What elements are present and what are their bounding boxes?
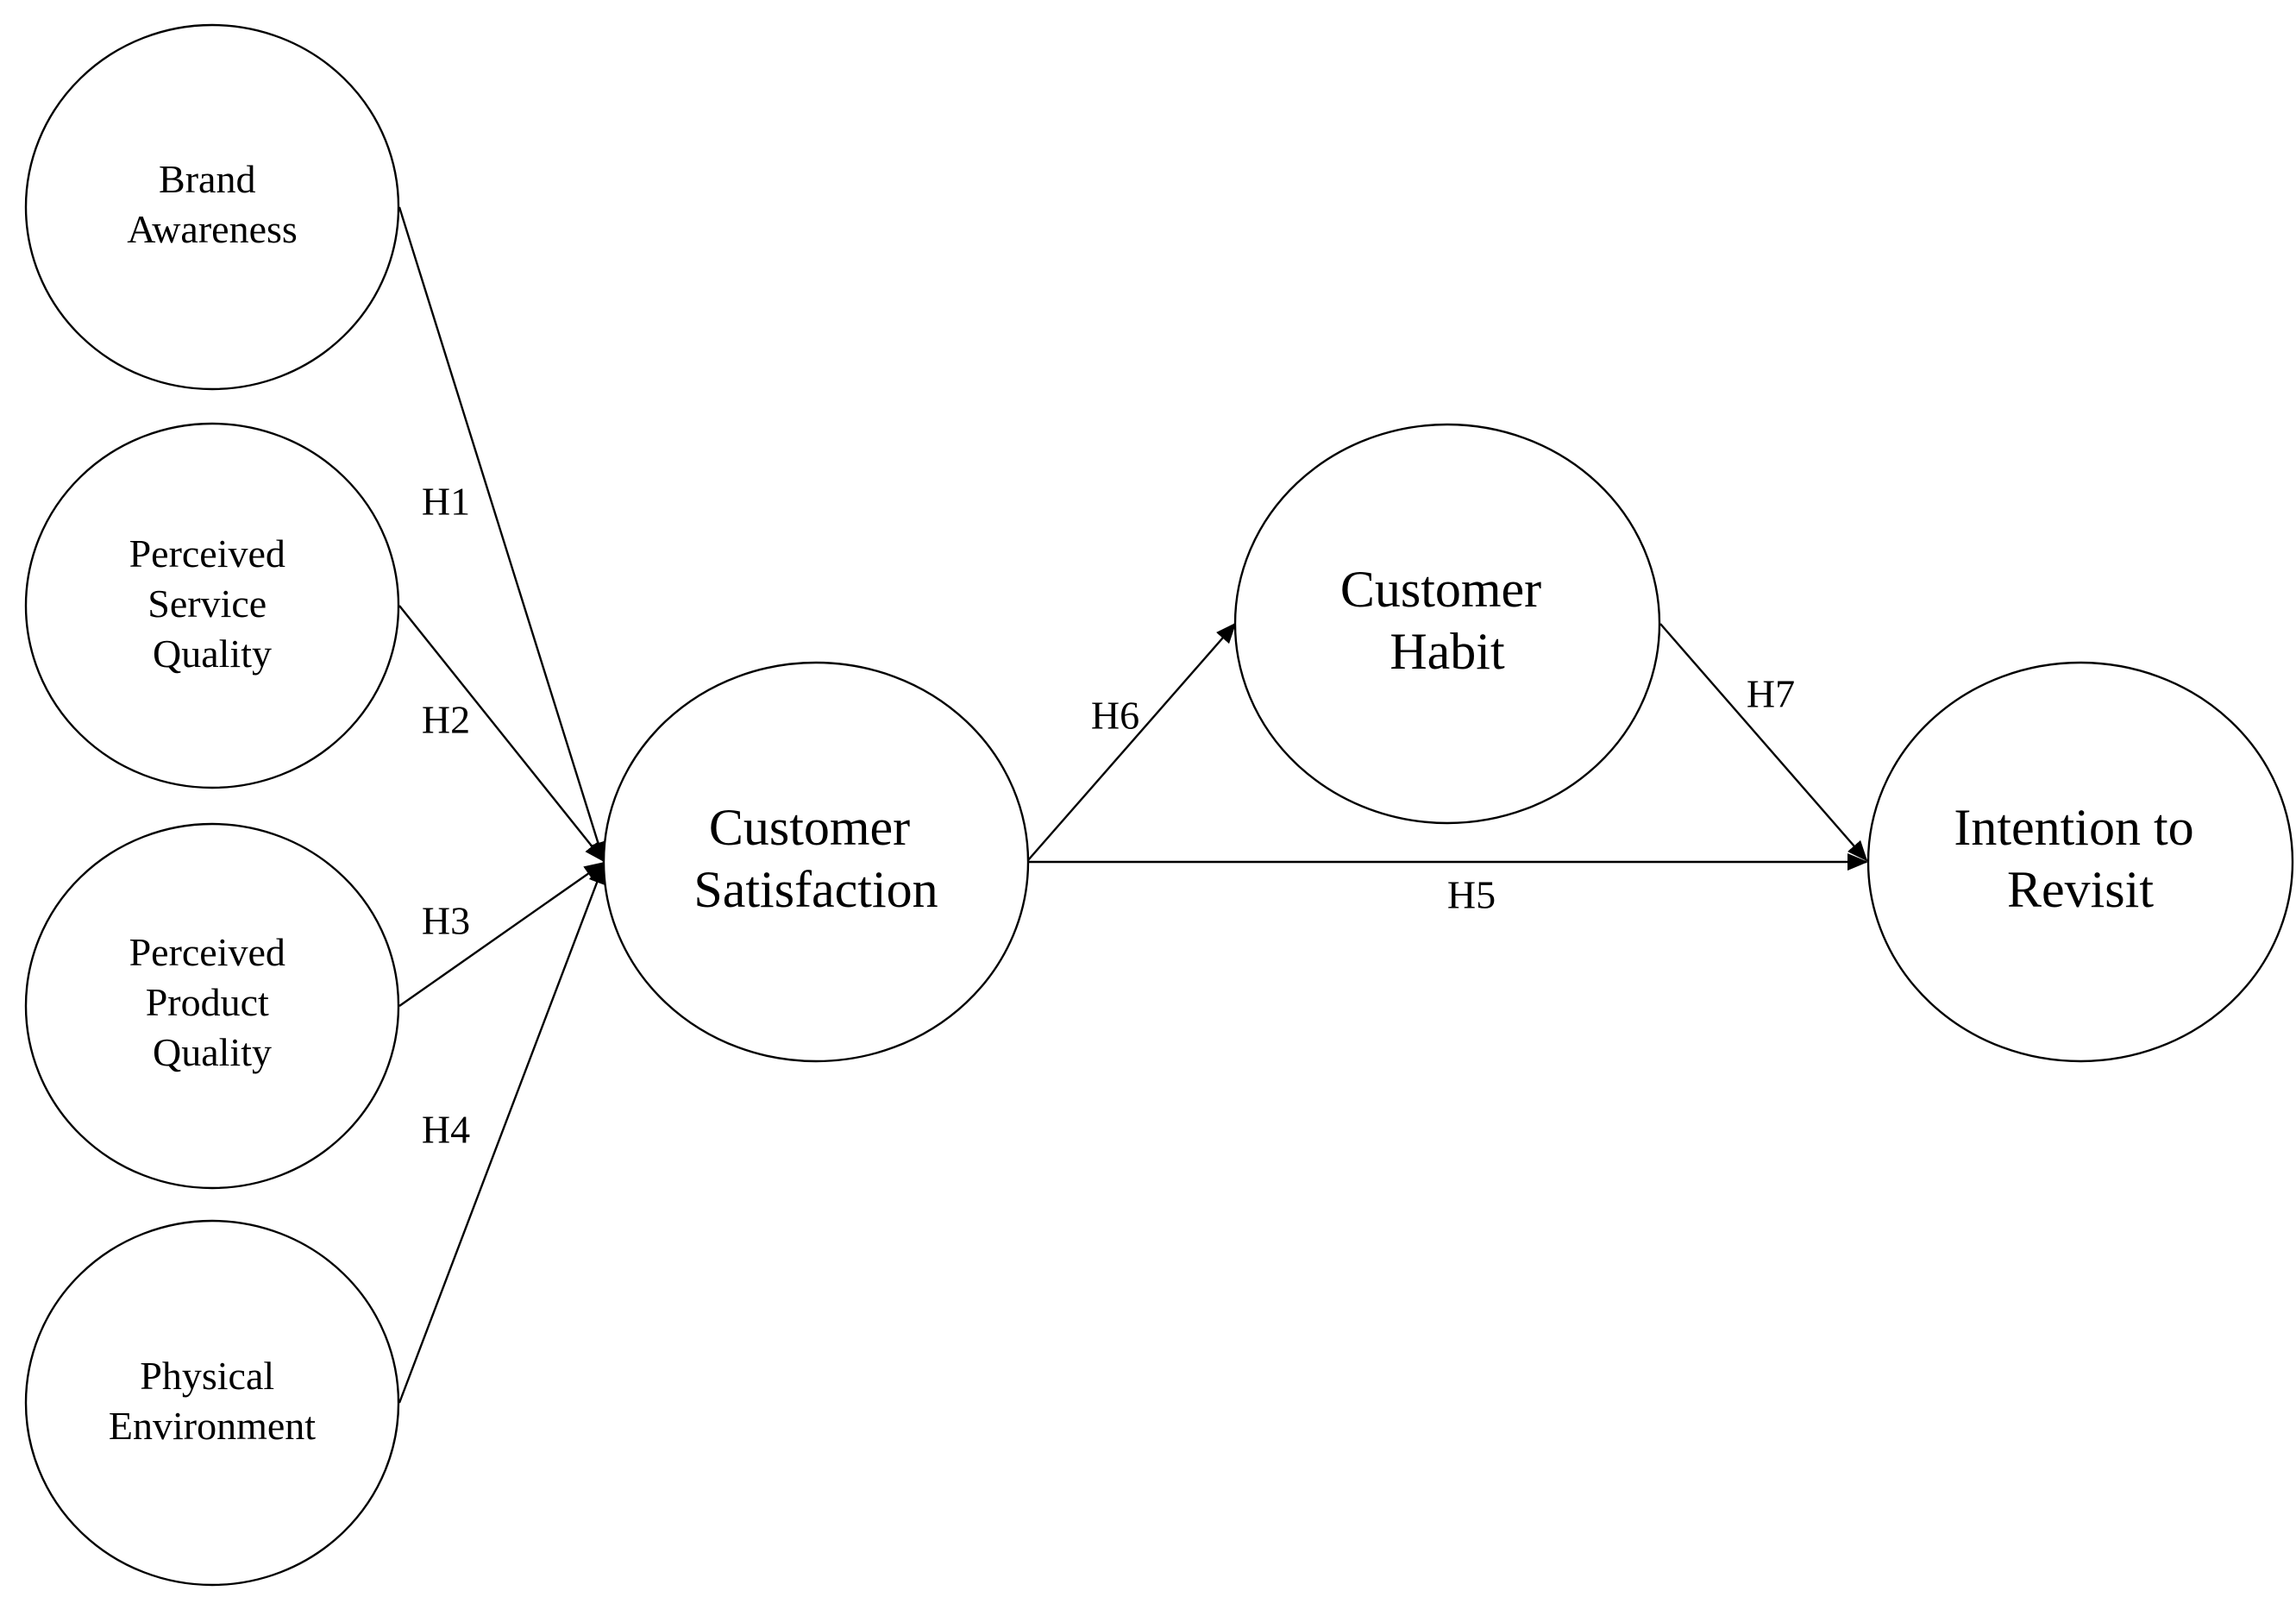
- edge-h2: [398, 605, 605, 863]
- node-label-line: Customer: [1340, 561, 1541, 618]
- node-intention-to-revisit: Intention to Revisit: [1866, 661, 2294, 1063]
- node-label-line: Perceived: [129, 930, 285, 974]
- node-label-line: Quality: [153, 632, 272, 676]
- node-label-line: Awareness: [127, 207, 298, 251]
- edge-h4: [398, 863, 605, 1404]
- edge-label-h4: H4: [422, 1108, 470, 1152]
- node-label-line: Habit: [1390, 623, 1505, 680]
- node-label-line: Customer: [709, 799, 910, 856]
- node-label: Customer Habit: [1340, 561, 1554, 680]
- node-label-line: Service: [147, 582, 267, 626]
- edge-h7: [1659, 623, 1868, 862]
- node-label-line: Perceived: [129, 531, 285, 575]
- edges: [398, 206, 1868, 1404]
- node-label: Brand Awareness: [127, 157, 298, 251]
- node-label: Customer Satisfaction: [693, 799, 938, 918]
- node-label-line: Satisfaction: [693, 861, 938, 918]
- edge-label-h5: H5: [1447, 873, 1496, 917]
- node-label-line: Environment: [109, 1404, 316, 1448]
- edge-label-h7: H7: [1747, 672, 1795, 716]
- node-customer-habit: Customer Habit: [1233, 423, 1661, 825]
- node-perceived-product-quality: Perceived Product Quality: [24, 822, 400, 1190]
- node-label: Perceived Service Quality: [129, 531, 296, 676]
- edge-h6: [1027, 622, 1237, 861]
- node-label-line: Revisit: [2007, 861, 2154, 918]
- edge-label-h6: H6: [1091, 694, 1139, 738]
- node-brand-awareness: Brand Awareness: [24, 23, 400, 391]
- node-physical-environment: Physical Environment: [24, 1219, 400, 1587]
- edge-h3: [398, 861, 605, 1007]
- node-label-line: Physical: [140, 1354, 274, 1398]
- node-label: Perceived Product Quality: [129, 930, 296, 1074]
- node-label: Intention to Revisit: [1954, 799, 2206, 918]
- node-customer-satisfaction: Customer Satisfaction: [602, 661, 1030, 1063]
- edge-h1: [398, 206, 606, 863]
- node-perceived-service-quality: Perceived Service Quality: [24, 422, 400, 789]
- edge-label-h1: H1: [422, 480, 470, 524]
- edge-labels: H1 H2 H3 H4 H5 H6 H7: [422, 480, 1795, 1152]
- edge-label-h3: H3: [422, 899, 470, 943]
- edge-label-h2: H2: [422, 698, 470, 742]
- node-label: Physical Environment: [109, 1354, 316, 1448]
- node-label-line: Product: [146, 980, 269, 1024]
- node-label-line: Brand: [159, 157, 255, 201]
- node-label-line: Quality: [153, 1030, 272, 1074]
- node-label-line: Intention to: [1954, 799, 2193, 856]
